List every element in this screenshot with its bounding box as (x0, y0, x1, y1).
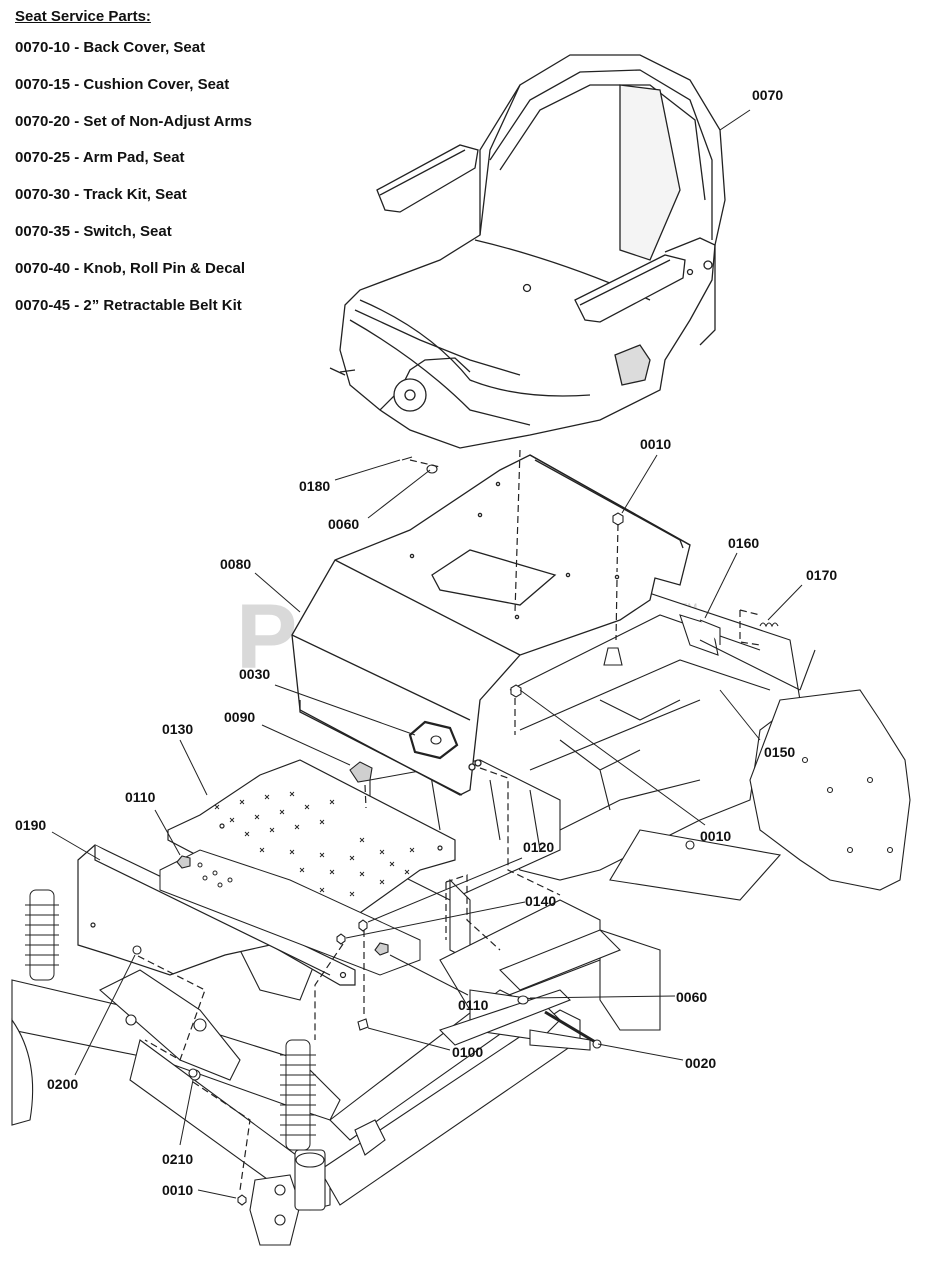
hardware (132, 456, 816, 1206)
callout-0060-bottom: 0060 (676, 989, 707, 1005)
floor-plate-0130 (167, 759, 456, 926)
callout-0210: 0210 (162, 1151, 193, 1167)
callout-0080: 0080 (220, 556, 251, 572)
seat-0070 (329, 54, 726, 449)
service-part-item: 0070-25 - Arm Pad, Seat (15, 149, 185, 167)
callout-0180: 0180 (299, 478, 330, 494)
callout-0200: 0200 (47, 1076, 78, 1092)
callout-0020: 0020 (685, 1055, 716, 1071)
callout-0030: 0030 (239, 666, 270, 682)
callout-0010-top: 0010 (640, 436, 671, 452)
leader-lines (51, 109, 803, 1199)
seat-pan-0080 (291, 454, 691, 796)
service-part-item: 0070-10 - Back Cover, Seat (15, 39, 206, 56)
callout-0010-mid: 0010 (700, 828, 731, 844)
callout-0100: 0100 (452, 1044, 483, 1060)
callout-0120: 0120 (523, 839, 554, 855)
rear-suspension-axle (11, 889, 621, 1246)
callout-0070: 0070 (752, 87, 783, 103)
callout-0110-left: 0110 (125, 789, 156, 805)
service-part-item: 0070-35 - Switch, Seat (15, 222, 172, 240)
callout-0130: 0130 (162, 721, 193, 737)
callout-0160: 0160 (728, 535, 759, 551)
callout-0090: 0090 (224, 709, 255, 725)
service-part-item: 0070-30 - Track Kit, Seat (15, 186, 187, 204)
service-part-item: 0070-20 - Set of Non-Adjust Arms (15, 112, 252, 130)
callout-0110-bottom: 0110 (458, 997, 489, 1013)
service-part-item: 0070-40 - Knob, Roll Pin & Decal (15, 259, 246, 277)
service-part-item: 0070-45 - 2” Retractable Belt Kit (15, 296, 242, 314)
service-parts-list: Seat Service Parts: 0070-10 - Back Cover… (15, 8, 252, 333)
callout-0140: 0140 (525, 893, 556, 909)
callout-0060-top: 0060 (328, 516, 359, 532)
service-parts-title: Seat Service Parts: (15, 8, 151, 25)
callout-0190: 0190 (15, 817, 46, 833)
callout-0150: 0150 (764, 744, 795, 760)
callout-0010-bottom: 0010 (162, 1182, 193, 1198)
frame-assembly (239, 589, 911, 1031)
callout-labels: 0070 0010 0180 0060 0160 0170 0080 0030 … (15, 87, 837, 1198)
service-part-item: 0070-15 - Cushion Cover, Seat (15, 75, 230, 93)
mounting-bracket (159, 849, 421, 976)
assembly-lines (137, 449, 761, 1191)
callout-0170: 0170 (806, 567, 837, 583)
